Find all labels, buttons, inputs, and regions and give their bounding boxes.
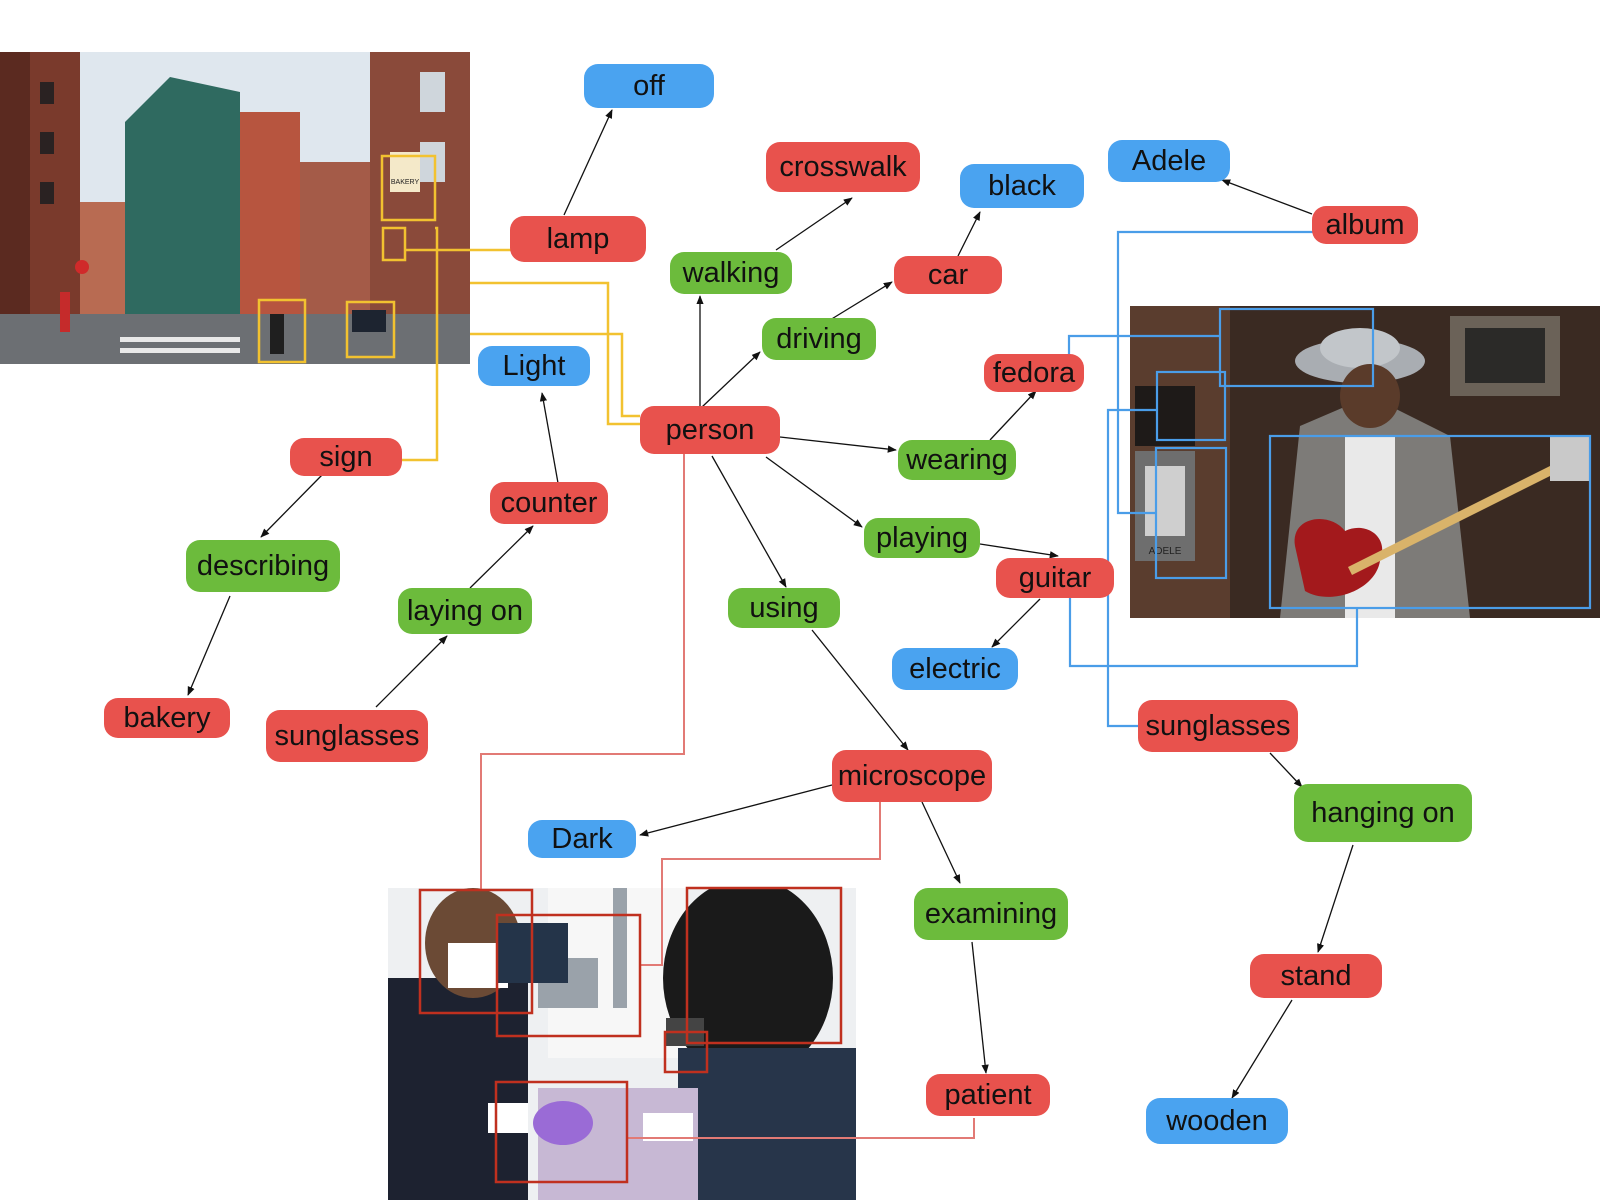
node-dark: Dark bbox=[528, 820, 636, 858]
node-electric: electric bbox=[892, 648, 1018, 690]
album-cover-text: ADELE bbox=[1149, 546, 1182, 557]
node-sign: sign bbox=[290, 438, 402, 476]
street-photo: BAKERY bbox=[0, 52, 470, 364]
connector-person-dentist bbox=[480, 452, 685, 890]
node-examining: examining bbox=[914, 888, 1068, 940]
node-person: person bbox=[640, 406, 780, 454]
edge-album-adele bbox=[1221, 179, 1313, 215]
node-wooden: wooden bbox=[1146, 1098, 1288, 1144]
edge-stand-wooden bbox=[1231, 999, 1293, 1099]
node-counter: counter bbox=[490, 482, 608, 524]
edge-hangingon-stand bbox=[1317, 844, 1354, 953]
edge-walking-crosswalk bbox=[775, 197, 853, 251]
edge-sunglasses-hangingon bbox=[1269, 752, 1303, 788]
musician-box-fedora bbox=[1218, 307, 1375, 388]
edge-microscope-dark bbox=[639, 784, 833, 837]
node-patient: patient bbox=[926, 1074, 1050, 1116]
street-box-car bbox=[345, 300, 396, 359]
connector-microscope-box bbox=[640, 800, 881, 966]
dentist-box-person bbox=[418, 888, 534, 1015]
connector-fedora-box bbox=[1067, 334, 1220, 372]
edge-describing-bakery bbox=[187, 595, 231, 696]
node-car: car bbox=[894, 256, 1002, 294]
dentist-photo bbox=[388, 888, 856, 1200]
edge-person-playing bbox=[765, 456, 863, 528]
edge-person-wearing bbox=[779, 436, 897, 453]
node-wearing: wearing bbox=[898, 440, 1016, 480]
musician-box-sunglasses bbox=[1155, 370, 1227, 442]
edge-examining-patient bbox=[971, 941, 989, 1074]
node-hanging-on: hanging on bbox=[1294, 784, 1472, 842]
dentist-box-patient bbox=[494, 1080, 629, 1184]
edge-lamp-off bbox=[563, 109, 613, 216]
edge-driving-car bbox=[829, 281, 893, 321]
node-guitar: guitar bbox=[996, 558, 1114, 598]
edge-car-black bbox=[957, 211, 981, 257]
node-driving: driving bbox=[762, 318, 876, 360]
node-using: using bbox=[728, 588, 840, 628]
street-box-person bbox=[257, 298, 307, 364]
edge-layingon-counter bbox=[469, 525, 534, 589]
street-box-bakery-sign bbox=[380, 154, 437, 222]
node-off: off bbox=[584, 64, 714, 108]
node-sunglasses-right: sunglasses bbox=[1138, 700, 1298, 752]
node-sunglasses-left: sunglasses bbox=[266, 710, 428, 762]
bakery-sign-text: BAKERY bbox=[391, 179, 420, 186]
node-describing: describing bbox=[186, 540, 340, 592]
edge-sunglasses-layingon bbox=[375, 635, 448, 708]
node-walking: walking bbox=[670, 252, 792, 294]
node-playing: playing bbox=[864, 518, 980, 558]
musician-photo: ADELE bbox=[1130, 306, 1600, 618]
node-black: black bbox=[960, 164, 1084, 208]
edge-counter-light bbox=[539, 392, 559, 484]
edge-microscope-examining bbox=[921, 801, 961, 884]
connector-sunglasses-box bbox=[1106, 408, 1157, 728]
connector-guitar-box bbox=[1068, 596, 1359, 668]
dentist-box-woman bbox=[685, 886, 843, 1045]
node-fedora: fedora bbox=[984, 354, 1084, 392]
node-album: album bbox=[1312, 206, 1418, 244]
edge-person-using bbox=[711, 455, 787, 588]
edge-playing-guitar bbox=[979, 543, 1059, 559]
connector-sign-box bbox=[401, 226, 439, 462]
node-adele: Adele bbox=[1108, 140, 1230, 182]
edge-wearing-fedora bbox=[989, 390, 1037, 441]
connector-person-box-1 bbox=[470, 281, 640, 426]
node-stand: stand bbox=[1250, 954, 1382, 998]
connector-person-box-2 bbox=[470, 332, 640, 418]
node-crosswalk: crosswalk bbox=[766, 142, 920, 192]
node-light: Light bbox=[478, 346, 590, 386]
node-lamp: lamp bbox=[510, 216, 646, 262]
edge-guitar-electric bbox=[991, 598, 1041, 648]
dentist-box-sunglasses bbox=[663, 1030, 709, 1074]
connector-album-box bbox=[1116, 230, 1316, 515]
node-laying-on: laying on bbox=[398, 588, 532, 634]
node-microscope: microscope bbox=[832, 750, 992, 802]
edge-using-microscope bbox=[811, 629, 909, 751]
musician-box-guitar bbox=[1268, 434, 1592, 610]
node-bakery: bakery bbox=[104, 698, 230, 738]
musician-box-album bbox=[1154, 446, 1228, 580]
edge-sign-describing bbox=[260, 474, 323, 538]
street-box-lamp bbox=[381, 226, 407, 262]
dentist-box-microscope bbox=[495, 913, 642, 1038]
connector-patient-box bbox=[626, 1118, 975, 1139]
edge-person-driving bbox=[701, 351, 761, 408]
